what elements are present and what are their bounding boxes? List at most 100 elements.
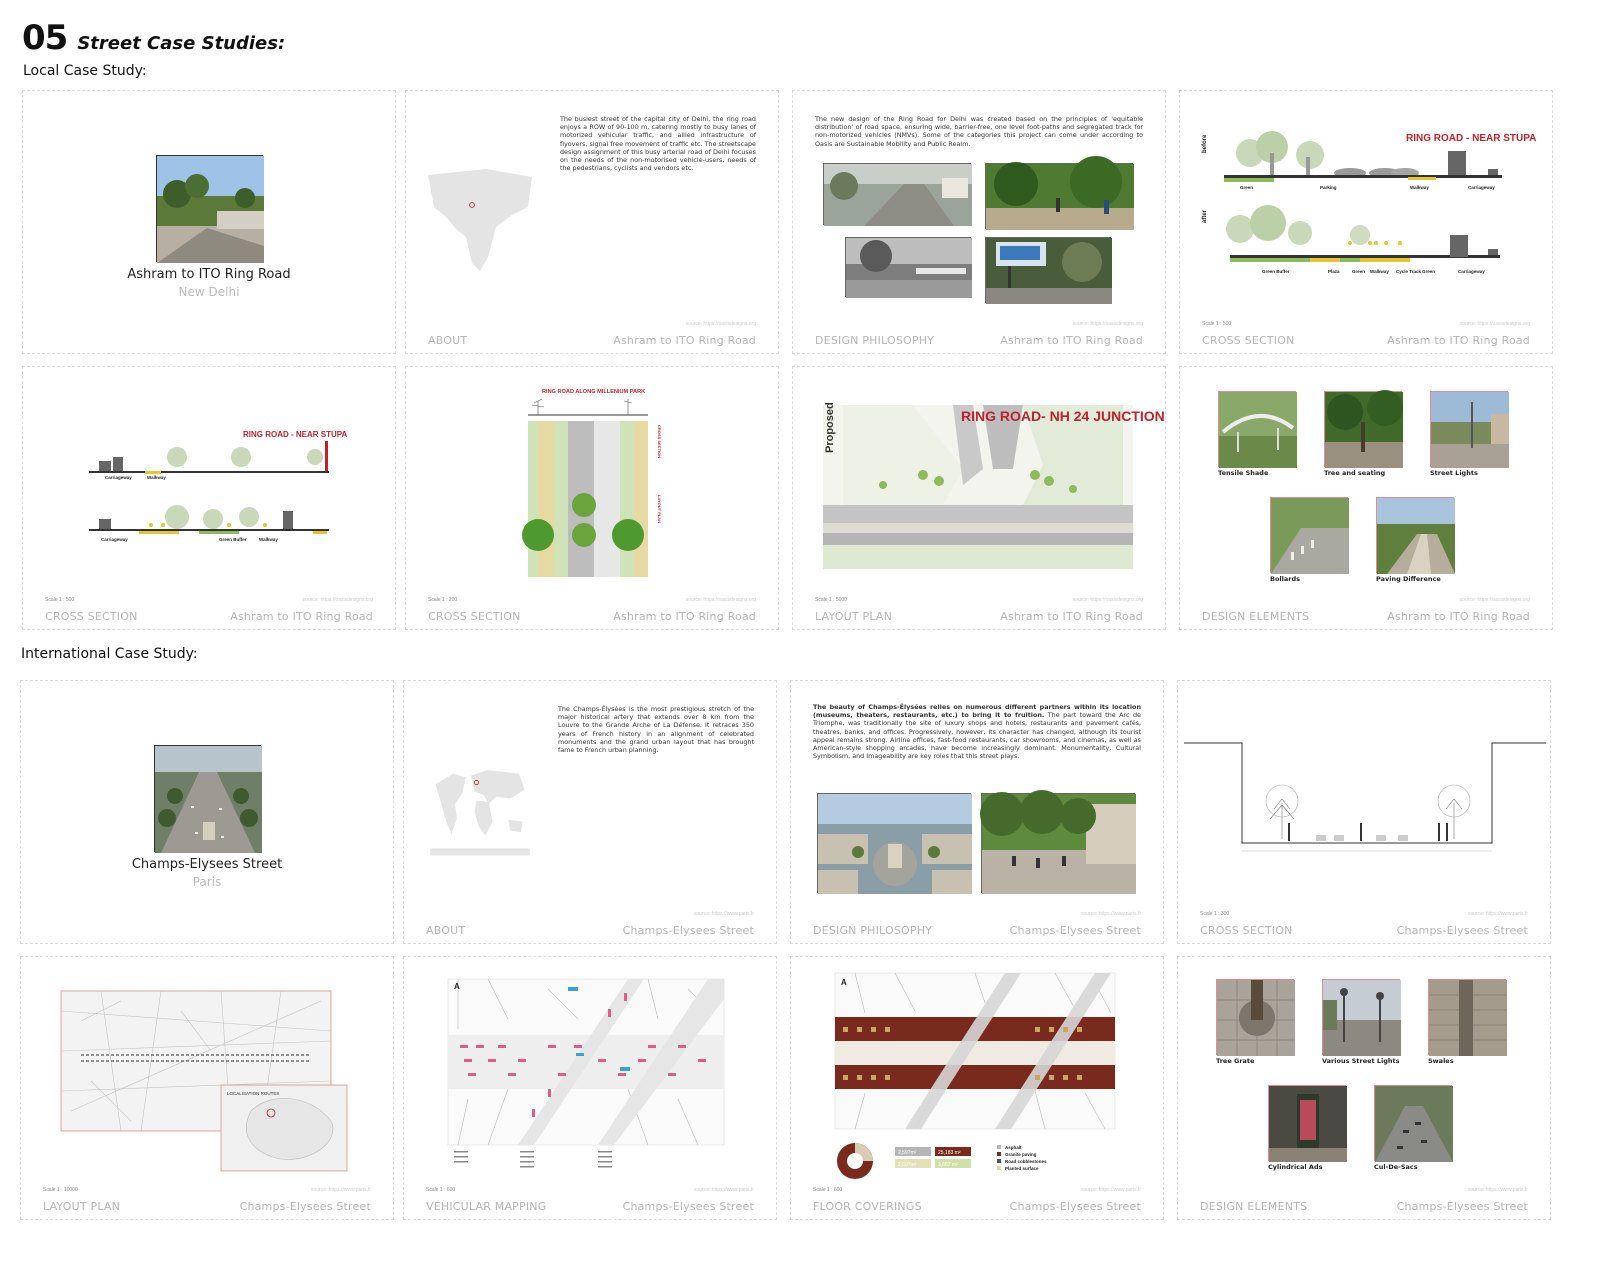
card-street: Ashram to ITO Ring Road <box>230 610 373 623</box>
element-label: Tree and seating <box>1324 469 1386 477</box>
card-intl-philosophy[interactable]: The beauty of Champs-Élysées relies on n… <box>790 680 1164 944</box>
svg-text:Walkway: Walkway <box>1410 185 1429 190</box>
element-photo-tree-seating <box>1324 390 1403 468</box>
photo-road-2 <box>985 156 1134 230</box>
photo-champs-trees <box>980 790 1136 894</box>
source-note: source: https://www.paris.fr <box>1467 1187 1528 1193</box>
cover-photo-delhi <box>156 155 264 263</box>
card-local-section-3[interactable]: RING ROAD ALONG MILLENIUM PARK CROSS SEC… <box>405 366 779 630</box>
source-note: source: https://www.paris.fr <box>310 1187 371 1193</box>
svg-text:Green Buffer: Green Buffer <box>1262 269 1290 274</box>
source-note: source: https://oasisdesigns.org <box>1072 321 1143 327</box>
svg-text:RING ROAD- NH 24 JUNCTION: RING ROAD- NH 24 JUNCTION <box>961 408 1165 424</box>
card-street: Ashram to ITO Ring Road <box>613 334 756 347</box>
element-photo-cul-de-sacs <box>1374 1085 1453 1162</box>
source-note: source: https://oasisdesigns.org <box>1459 321 1530 327</box>
photo-road-1 <box>823 163 972 226</box>
card-local-philosophy[interactable]: The new design of the Ring Road for Delh… <box>792 90 1166 354</box>
element-label: Street Lights <box>1430 469 1478 477</box>
card-category: DESIGN PHILOSOPHY <box>813 924 933 937</box>
card-intl-floor[interactable]: A 2,597m² 25,183 m² 2,697m² 3,667 m² Asp… <box>790 956 1164 1220</box>
card-category: CROSS SECTION <box>1200 924 1293 937</box>
photo-road-3 <box>845 237 972 298</box>
card-street: Ashram to ITO Ring Road <box>1000 334 1143 347</box>
card-local-section-2[interactable]: RING ROAD - NEAR STUPA Carriageway Walkw… <box>22 366 396 630</box>
card-street: Ashram to ITO Ring Road <box>613 610 756 623</box>
card-category: DESIGN ELEMENTS <box>1200 1200 1308 1213</box>
scale-note: Scale 1 : 500 <box>45 597 75 603</box>
source-note: source: https://www.paris.fr <box>1080 911 1141 917</box>
philosophy-lead: The beauty of Champs-Élysées relies on n… <box>813 703 1141 720</box>
card-street: Champs-Elysees Street <box>239 1200 371 1213</box>
svg-text:after: after <box>1202 209 1208 223</box>
scale-note: Scale 1 : 10000 <box>43 1187 78 1193</box>
source-note: source: https://oasisdesigns.org <box>1459 597 1530 603</box>
cross-section-drawing: RING ROAD - NEAR STUPA before after Gree… <box>1202 131 1536 274</box>
card-category: DESIGN PHILOSOPHY <box>815 334 935 347</box>
scale-note: Scale 1 : 500 <box>1202 321 1232 327</box>
svg-text:Carriageway: Carriageway <box>1458 269 1485 274</box>
element-photo-bollards <box>1270 497 1349 574</box>
element-label: Paving Difference <box>1376 575 1441 583</box>
city-name: Paris <box>192 875 222 889</box>
card-category: ABOUT <box>426 924 466 937</box>
local-case-label: Local Case Study: <box>23 63 147 79</box>
element-label: Bollards <box>1270 575 1300 583</box>
card-category: LAYOUT PLAN <box>43 1200 121 1213</box>
card-category: CROSS SECTION <box>428 610 521 623</box>
card-category: DESIGN ELEMENTS <box>1202 610 1310 623</box>
svg-text:RING ROAD - NEAR STUPA: RING ROAD - NEAR STUPA <box>1406 133 1536 144</box>
element-photo-paving <box>1376 497 1455 574</box>
svg-text:2,697m²: 2,697m² <box>898 1162 917 1168</box>
svg-text:Carriageway: Carriageway <box>1468 185 1495 190</box>
svg-text:Cycle Track: Cycle Track <box>1396 269 1422 274</box>
source-note: source: https://www.paris.fr <box>1080 1187 1141 1193</box>
svg-text:RING ROAD - NEAR STUPA: RING ROAD - NEAR STUPA <box>243 430 348 439</box>
card-local-section-1[interactable]: RING ROAD - NEAR STUPA before after Gree… <box>1179 90 1553 354</box>
source-note: source: https://oasisdesigns.org <box>685 597 756 603</box>
card-intl-vehicular[interactable]: A Scale 1 : 600 source: https://www.pari… <box>403 956 777 1220</box>
card-local-layout[interactable]: Proposed RING ROAD- NH 24 JUNCTION Scale… <box>792 366 1166 630</box>
india-map-icon <box>428 169 532 271</box>
element-photo-tensile-shade <box>1218 391 1297 468</box>
card-intl-cover[interactable]: Champs-Elysees Street Paris <box>20 680 394 944</box>
element-photo-cylindrical-ads <box>1268 1085 1347 1162</box>
svg-text:Walkway: Walkway <box>147 475 166 480</box>
element-photo-street-lights <box>1430 391 1509 468</box>
svg-text:Asphalt: Asphalt <box>1005 1145 1022 1150</box>
about-text: The busiest street of the capital city o… <box>560 115 756 173</box>
philosophy-body: The part toward the Arc de Triomphe, was… <box>813 711 1141 761</box>
source-note: source: https://www.paris.fr <box>693 911 754 917</box>
card-intl-about[interactable]: The Champs-Élysées is the most prestigio… <box>403 680 777 944</box>
card-intl-section[interactable]: Scale 1 : 300 source: https://www.paris.… <box>1177 680 1551 944</box>
section-number: 05 <box>22 18 68 58</box>
floor-covering-drawing: A 2,597m² 25,183 m² 2,697m² 3,667 m² Asp… <box>834 972 1116 1179</box>
svg-text:Planted surface: Planted surface <box>1005 1166 1039 1171</box>
city-name: New Delhi <box>178 285 240 299</box>
philosophy-text: The new design of the Ring Road for Delh… <box>815 115 1143 148</box>
philosophy-text: The beauty of Champs-Élysées relies on n… <box>813 703 1141 760</box>
photo-road-4 <box>985 237 1112 304</box>
svg-text:A: A <box>454 982 460 991</box>
svg-text:Walkway: Walkway <box>259 537 278 542</box>
svg-text:Proposed: Proposed <box>824 402 836 453</box>
element-photo-street-lights <box>1322 979 1401 1056</box>
card-category: CROSS SECTION <box>45 610 138 623</box>
card-category: VEHICULAR MAPPING <box>426 1200 547 1213</box>
cross-section-drawing: RING ROAD - NEAR STUPA Carriageway Walkw… <box>89 430 348 542</box>
card-intl-elements[interactable]: Tree Grate Various Street Lights Swales … <box>1177 956 1551 1220</box>
svg-text:Carriageway: Carriageway <box>105 475 132 480</box>
cross-section-drawing <box>1184 742 1546 852</box>
svg-text:Green: Green <box>1240 185 1253 190</box>
card-local-cover[interactable]: Ashram to ITO Ring Road New Delhi <box>22 90 396 354</box>
card-intl-layout[interactable]: LOCALISATION ROUTES Scale 1 : 10000 sour… <box>20 956 394 1220</box>
svg-text:LAYOUT PLAN: LAYOUT PLAN <box>657 495 662 523</box>
scale-note: Scale 1 : 200 <box>428 597 458 603</box>
card-local-about[interactable]: The busiest street of the capital city o… <box>405 90 779 354</box>
svg-text:RING ROAD ALONG MILLENIUM PARK: RING ROAD ALONG MILLENIUM PARK <box>542 389 645 395</box>
card-category: ABOUT <box>428 334 468 347</box>
scale-note: Scale 1 : 5000 <box>815 597 847 603</box>
card-street: Champs-Elysees Street <box>622 1200 754 1213</box>
element-label: Tree Grate <box>1216 1057 1255 1065</box>
card-local-elements[interactable]: Tensile Shade Tree and seating Street Li… <box>1179 366 1553 630</box>
